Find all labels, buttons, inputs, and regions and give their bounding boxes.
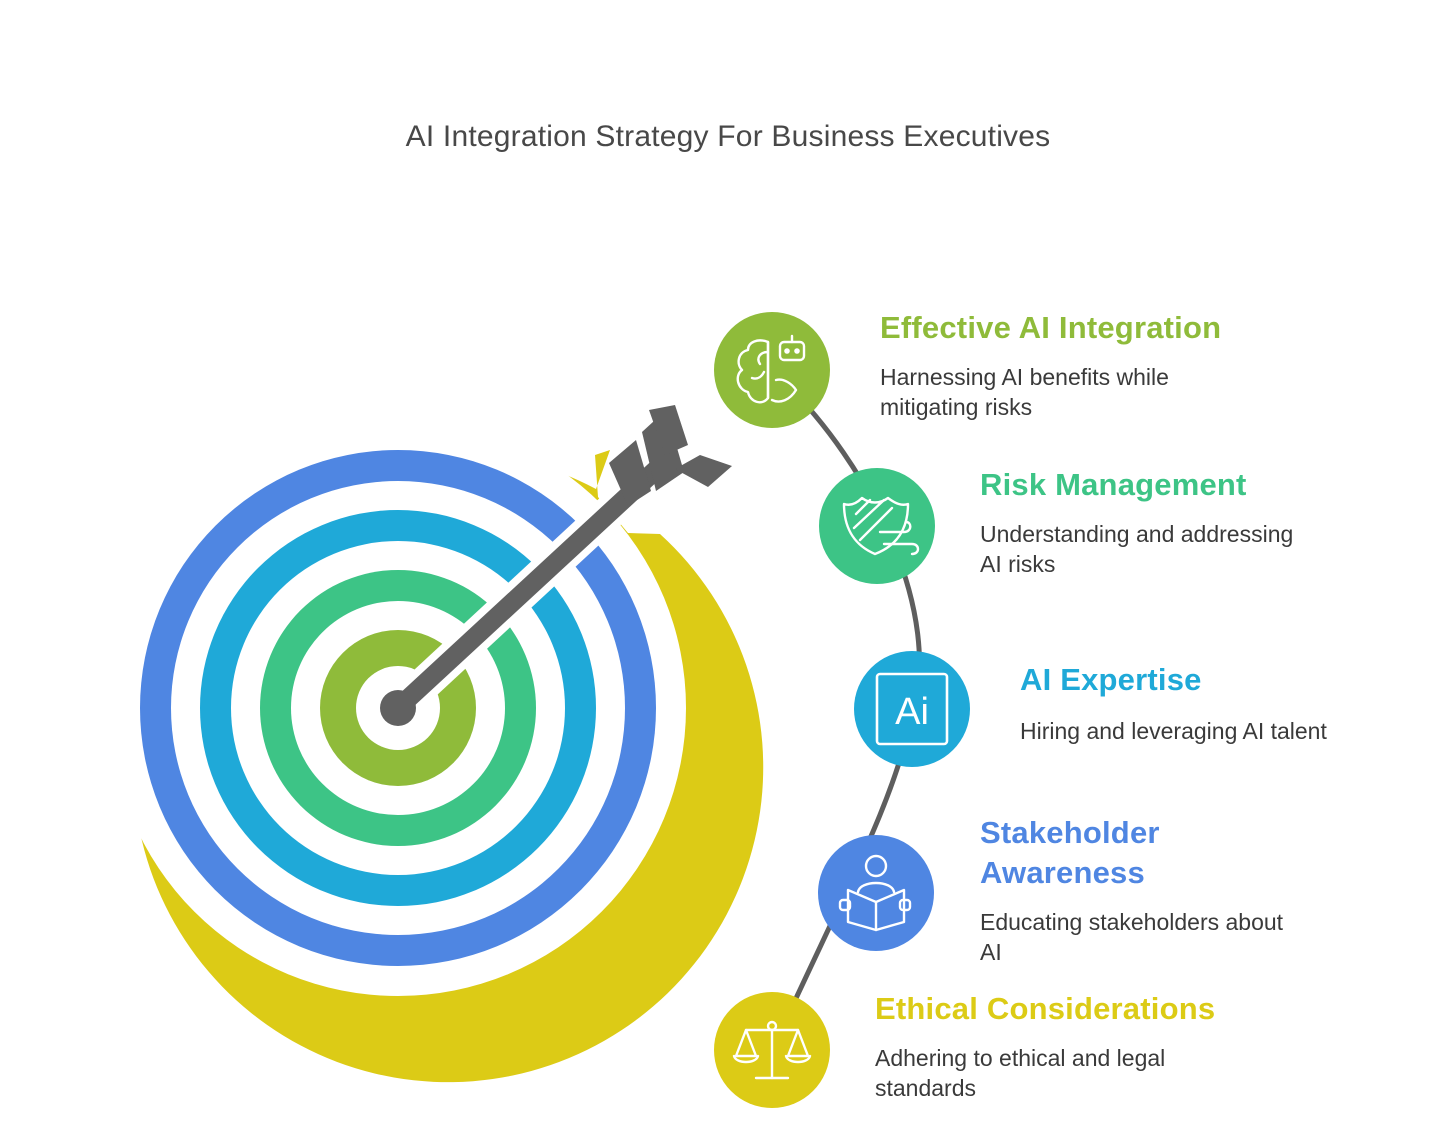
target (110, 420, 764, 1083)
brain-robot-icon (736, 334, 806, 404)
arrow-icon (380, 405, 732, 726)
item-title: Ethical Considerations (875, 991, 1216, 1026)
title-line: Awareness (980, 855, 1145, 890)
item-effective-ai-integration: Effective AI Integration Harnessing AI b… (880, 308, 1221, 422)
diagram-title: AI Integration Strategy For Business Exe… (405, 120, 1051, 153)
ai-chip-icon (875, 672, 949, 746)
person-reading-icon (838, 854, 912, 932)
item-title: AI Expertise (1020, 662, 1202, 697)
description-line: Harnessing AI benefits while (880, 364, 1169, 390)
item-description: Adhering to ethical and legal standards (875, 1043, 1215, 1103)
description-line: mitigating risks (880, 394, 1033, 420)
item-ethical-considerations: Ethical Considerations Adhering to ethic… (875, 989, 1215, 1103)
description-line: Hiring and leveraging AI talent (1020, 718, 1327, 744)
description-line: Adhering to ethical and legal (875, 1045, 1166, 1071)
shield-wind-icon (842, 496, 920, 556)
icon-circle-2 (819, 468, 935, 584)
icon-circle-5 (714, 992, 830, 1108)
item-ai-expertise: AI Expertise Hiring and leveraging AI ta… (1020, 660, 1327, 746)
item-description: Harnessing AI benefits while mitigating … (880, 362, 1221, 422)
item-risk-management: Risk Management Understanding and addres… (980, 465, 1293, 579)
item-stakeholder-awareness: Stakeholder Awareness Educating stakehol… (980, 813, 1283, 967)
item-title: Stakeholder Awareness (980, 813, 1283, 893)
item-title: Risk Management (980, 467, 1247, 502)
description-line: AI (980, 939, 1002, 965)
icon-circle-3: Ai (854, 651, 970, 767)
item-description: Educating stakeholders about AI (980, 907, 1283, 967)
icon-circle-4 (818, 835, 934, 951)
description-line: Understanding and addressing (980, 521, 1294, 547)
item-description: Understanding and addressing AI risks (980, 519, 1293, 579)
description-line: Educating stakeholders about (980, 909, 1284, 935)
description-line: AI risks (980, 551, 1056, 577)
description-line: standards (875, 1075, 977, 1101)
title-line: Stakeholder (980, 815, 1160, 850)
ai-chip-icon-label: Ai (895, 691, 929, 733)
icon-circle-1 (714, 312, 830, 428)
scales-icon (732, 1020, 812, 1080)
item-description: Hiring and leveraging AI talent (1020, 716, 1327, 746)
item-title: Effective AI Integration (880, 310, 1222, 345)
